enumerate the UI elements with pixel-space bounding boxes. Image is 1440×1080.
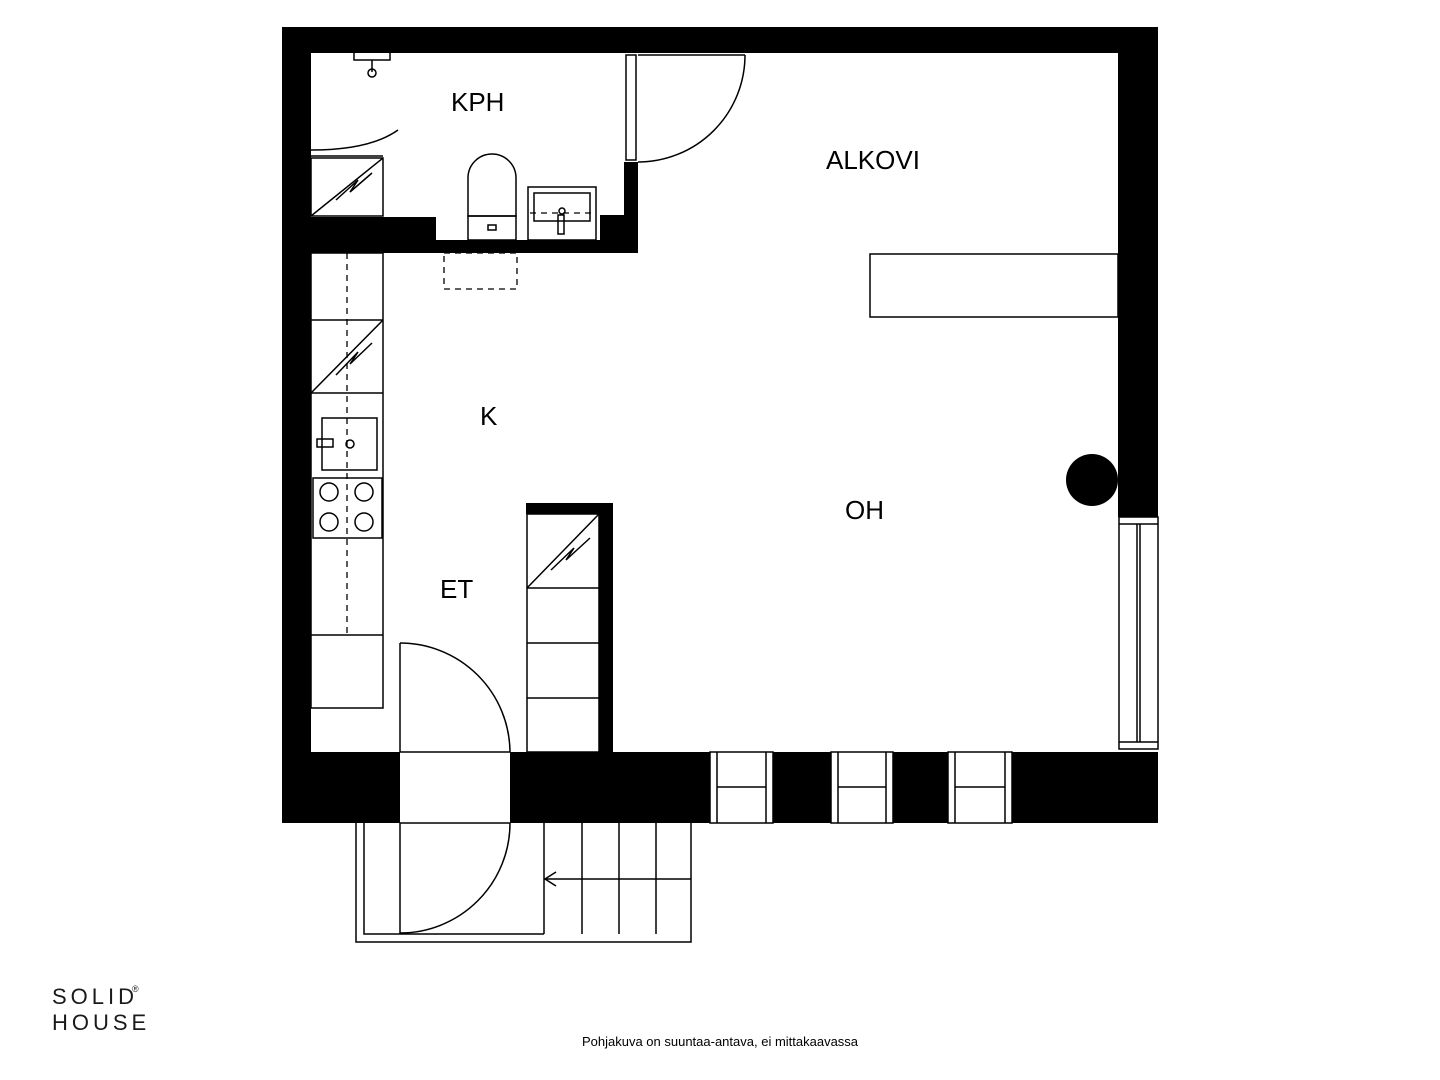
solid-house-logo: SOLID ® HOUSE bbox=[38, 972, 148, 1050]
room-label-oh: OH bbox=[845, 495, 884, 525]
kitchen-sink bbox=[316, 417, 378, 471]
room-label-kph: KPH bbox=[451, 87, 504, 117]
bathroom-cabinet bbox=[310, 157, 384, 217]
stair-storage bbox=[526, 513, 600, 753]
stove bbox=[312, 477, 383, 539]
room-label-et: ET bbox=[440, 574, 473, 604]
washer-space bbox=[443, 252, 518, 290]
fireplace bbox=[1066, 454, 1118, 506]
exterior-walls bbox=[282, 27, 1158, 823]
kitchen-counter bbox=[310, 252, 384, 709]
shower bbox=[310, 51, 399, 157]
bathroom-sink bbox=[527, 186, 597, 241]
room-label-alkovi: ALKOVI bbox=[826, 145, 920, 175]
alcove-shelf bbox=[869, 253, 1119, 318]
disclaimer-text: Pohjakuva on suuntaa-antava, ei mittakaa… bbox=[581, 1034, 859, 1049]
bathroom-walls bbox=[282, 162, 638, 253]
stair-wall bbox=[526, 503, 613, 753]
room-label-k: K bbox=[480, 401, 498, 431]
side-window bbox=[1118, 516, 1159, 750]
toilet bbox=[467, 153, 517, 241]
entry-door bbox=[399, 642, 511, 824]
logo-line-1: SOLID bbox=[52, 984, 139, 1009]
bottom-windows bbox=[709, 751, 1013, 824]
logo-registered-mark: ® bbox=[132, 984, 139, 994]
logo-line-2: HOUSE bbox=[52, 1010, 151, 1035]
entry-landing bbox=[355, 822, 692, 943]
bathroom-door bbox=[625, 54, 746, 163]
